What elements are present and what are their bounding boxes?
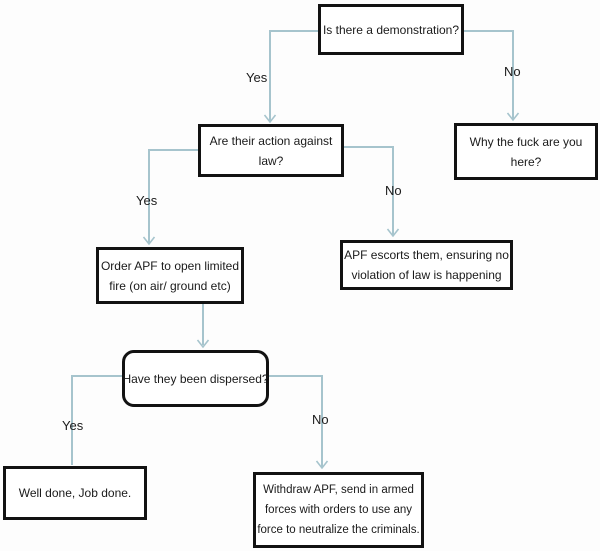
node-text: Why the fuck are you: [469, 134, 583, 149]
edge-label-yes: Yes: [136, 193, 158, 208]
node-text: Is there a demonstration?: [322, 22, 460, 37]
node-why-are-you-here: Why the fuck are you here?: [454, 123, 598, 180]
edge-line-demonstration-yes: [269, 30, 318, 121]
node-text: Withdraw APF, send in armed: [263, 484, 414, 496]
edge-line-action-yes: [148, 149, 198, 243]
node-text: Order APF to open limited: [100, 258, 240, 273]
node-text: APF escorts them, ensuring no: [344, 248, 509, 262]
node-text: Have they been dispersed?: [122, 371, 269, 386]
edge-line-dispersed-no: [269, 375, 323, 467]
edge-line-demonstration-no: [463, 30, 514, 119]
node-is-there-a-demonstration: Is there a demonstration?: [318, 4, 464, 55]
node-withdraw-apf-armed-forces: Withdraw APF, send in armed forces with …: [253, 472, 424, 548]
edge-label-no: No: [385, 183, 402, 198]
arrowhead-icon: [142, 236, 156, 246]
node-order-apf-limited-fire: Order APF to open limited fire (on air/ …: [96, 247, 244, 304]
edge-label-no: No: [504, 64, 521, 79]
edge-label-no: No: [312, 412, 329, 427]
node-text: law?: [258, 153, 284, 168]
edge-line-dispersed-yes: [71, 375, 122, 465]
node-text: fire (on air/ ground etc): [109, 278, 231, 293]
node-text: force to neutralize the criminals.: [257, 524, 420, 536]
node-well-done: Well done, Job done.: [3, 466, 147, 520]
node-text: Well done, Job done.: [18, 486, 132, 500]
arrowhead-icon: [315, 460, 329, 470]
node-apf-escorts: APF escorts them, ensuring no violation …: [340, 240, 513, 290]
arrowhead-icon: [506, 112, 520, 122]
node-text: Are their action against: [209, 133, 333, 148]
arrowhead-icon: [196, 339, 210, 349]
node-text: here?: [510, 154, 542, 169]
edge-label-yes: Yes: [246, 70, 268, 85]
edge-line-action-no: [343, 146, 394, 235]
node-action-against-law: Are their action against law?: [198, 124, 344, 177]
edge-label-yes: Yes: [62, 418, 84, 433]
arrowhead-icon: [386, 228, 400, 238]
arrowhead-icon: [263, 114, 277, 124]
node-text: violation of law is happening: [351, 268, 502, 282]
node-text: forces with orders to use any: [264, 504, 412, 516]
node-have-they-been-dispersed: Have they been dispersed?: [122, 350, 269, 407]
